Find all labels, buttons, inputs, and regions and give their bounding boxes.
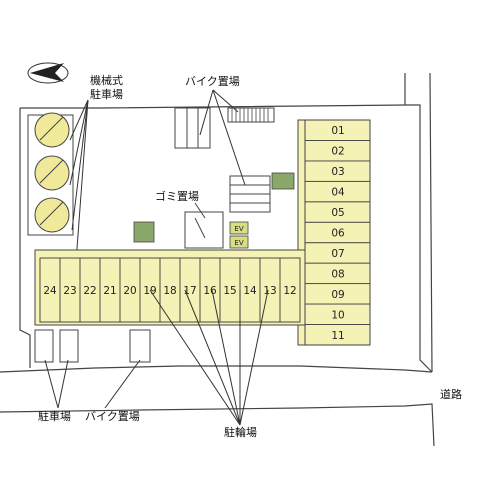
unit-cell-bottom	[279, 257, 301, 323]
unit-label-right: 05	[331, 207, 344, 219]
unit-cell-right	[304, 324, 371, 346]
unit-label-right: 03	[331, 166, 344, 178]
mechanical-parking-label-2: 駐車場	[90, 87, 123, 101]
unit-label-bottom: 18	[163, 285, 176, 297]
unit-label-bottom: 24	[43, 285, 57, 297]
unit-label-bottom: 20	[123, 285, 136, 297]
unit-label-right: 10	[331, 309, 344, 321]
unit-label-bottom: 15	[223, 285, 236, 297]
bike-parking-top-label: バイク置場	[185, 75, 240, 88]
parking-bottom-label: 駐車場	[38, 409, 71, 423]
ev-label-2: EV	[234, 239, 243, 247]
garbage-label: ゴミ置場	[155, 189, 199, 203]
road-label: 道路	[440, 387, 462, 401]
unit-label-right: 04	[331, 187, 345, 199]
unit-label-bottom: 19	[143, 285, 156, 297]
bike-parking-bottom-label: バイク置場	[85, 410, 140, 423]
unit-label-bottom: 13	[263, 285, 276, 297]
mechanical-parking	[27, 112, 74, 236]
unit-label-bottom: 16	[203, 285, 217, 297]
unit-label-bottom: 12	[283, 285, 296, 297]
garbage-area	[184, 202, 224, 249]
unit-label-bottom: 14	[243, 285, 257, 297]
bottom-leaders	[44, 289, 269, 426]
parking-bottom	[34, 329, 151, 363]
north-arrow-icon	[27, 62, 69, 84]
unit-label-right: 07	[331, 248, 344, 260]
stair-blocks	[133, 172, 295, 243]
unit-label-right: 11	[331, 330, 344, 342]
ev-label-1: EV	[234, 225, 243, 233]
bicycle-parking-label: 駐輪場	[224, 425, 257, 439]
site-outline	[19, 104, 406, 368]
mechanical-parking-leaders	[69, 99, 89, 263]
mechanical-parking-label-1: 機械式	[90, 73, 123, 87]
unit-label-right: 06	[331, 228, 345, 240]
bike-parking-top-leaders	[199, 89, 246, 186]
unit-label-bottom: 23	[63, 285, 76, 297]
unit-label-right: 09	[331, 289, 344, 301]
bike-parking-top	[174, 107, 275, 213]
elevator: EV EV	[229, 221, 249, 249]
right-units: 01 02 03 04 05 06 07 08 09 10 11	[304, 119, 371, 346]
unit-label-bottom: 22	[83, 285, 96, 297]
unit-label-right: 01	[331, 125, 344, 137]
unit-label-right: 08	[331, 268, 344, 280]
unit-label-right: 02	[331, 146, 344, 158]
unit-label-bottom: 21	[103, 285, 116, 297]
